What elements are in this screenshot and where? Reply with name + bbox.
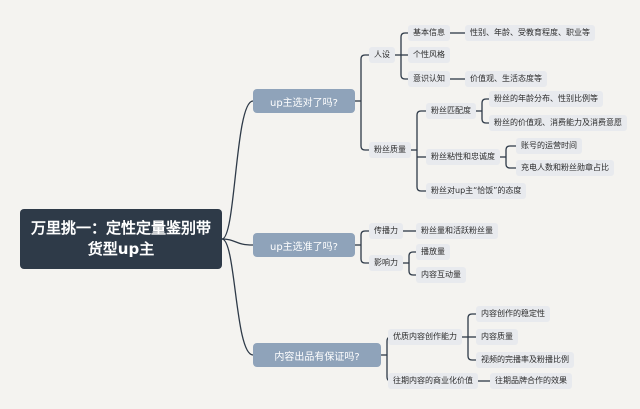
- subtopic[interactable]: 播放量: [416, 244, 450, 260]
- subtopic[interactable]: 往期内容的商业化价值: [388, 373, 478, 389]
- subtopic[interactable]: 粉丝量和活跃粉丝量: [416, 223, 498, 239]
- subtopic[interactable]: 内容互动量: [416, 267, 466, 283]
- connector: [400, 32, 408, 38]
- subtopic[interactable]: 粉丝对up主“恰饭”的态度: [426, 183, 527, 199]
- connector: [400, 74, 408, 80]
- connector: [467, 313, 476, 319]
- connector: [416, 110, 426, 116]
- branch-topic[interactable]: up主选准了吗?: [253, 233, 355, 257]
- subtopic[interactable]: 内容创作的稳定性: [476, 306, 550, 322]
- connector: [505, 163, 516, 169]
- connector: [360, 54, 369, 60]
- subtopic[interactable]: 粉丝匹配度: [426, 103, 476, 119]
- subtopic[interactable]: 粉丝质量: [369, 142, 411, 158]
- subtopic[interactable]: 视频的完播率及粉播比例: [476, 352, 574, 368]
- subtopic[interactable]: 粉丝的价值观、消费能力及消费意愿: [489, 115, 627, 131]
- root-topic[interactable]: 万里挑一：定性定量鉴别带货型up主: [20, 209, 222, 269]
- connector: [221, 238, 254, 246]
- connector: [408, 251, 416, 257]
- subtopic[interactable]: 人设: [369, 47, 395, 63]
- subtopic[interactable]: 传播力: [369, 223, 403, 239]
- connector: [360, 145, 369, 151]
- branch-topic[interactable]: up主选对了吗?: [253, 89, 355, 113]
- subtopic[interactable]: 性别、年龄、受教育程度、职业等: [465, 25, 595, 41]
- connector: [505, 145, 516, 151]
- subtopic[interactable]: 影响力: [369, 255, 403, 271]
- subtopic[interactable]: 意识认知: [408, 71, 450, 87]
- connector: [221, 100, 254, 240]
- branch-topic[interactable]: 内容出品有保证吗?: [253, 343, 381, 367]
- subtopic[interactable]: 基本信息: [408, 25, 450, 41]
- subtopic[interactable]: 个性风格: [408, 47, 450, 63]
- connector: [416, 186, 426, 192]
- connector: [481, 118, 489, 124]
- subtopic[interactable]: 内容质量: [476, 329, 518, 345]
- subtopic[interactable]: 粉丝的年龄分布、性别比例等: [489, 91, 603, 107]
- connector: [481, 98, 489, 104]
- connector: [467, 355, 476, 361]
- subtopic[interactable]: 粉丝粘性和忠诚度: [426, 149, 500, 165]
- connector: [360, 230, 369, 236]
- subtopic[interactable]: 账号的运营时间: [516, 138, 582, 154]
- connector: [408, 270, 416, 276]
- subtopic[interactable]: 价值观、生活态度等: [465, 71, 547, 87]
- connector: [360, 258, 369, 264]
- subtopic[interactable]: 充电人数和粉丝勋章占比: [516, 160, 614, 176]
- connector: [221, 238, 254, 356]
- subtopic[interactable]: 优质内容创作能力: [388, 329, 462, 345]
- subtopic[interactable]: 往期品牌合作的效果: [490, 373, 572, 389]
